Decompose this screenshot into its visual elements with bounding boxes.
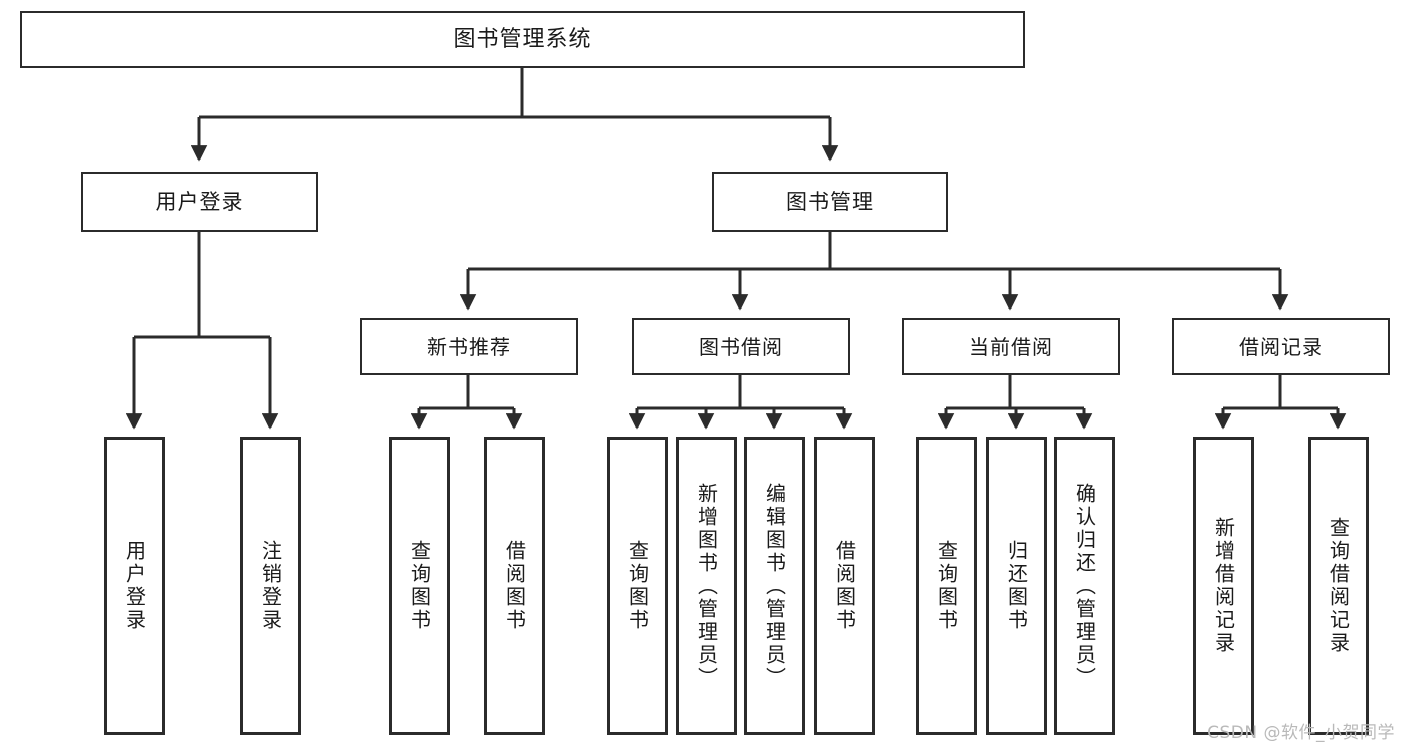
node-borrow-record[interactable]: 借阅记录 xyxy=(1172,318,1390,375)
leaf-borrow-book[interactable]: 借阅图书 xyxy=(814,437,875,735)
leaf-logout[interactable]: 注销登录 xyxy=(240,437,301,735)
leaf-user-login-label: 用户登录 xyxy=(122,540,147,632)
leaf-borrow-book-recommend[interactable]: 借阅图书 xyxy=(484,437,545,735)
leaf-add-borrow-record[interactable]: 新增借阅记录 xyxy=(1193,437,1254,735)
leaf-edit-book-admin-label: 编辑图书（管理员） xyxy=(762,482,787,690)
leaf-confirm-return-admin-label: 确认归还（管理员） xyxy=(1072,482,1097,690)
leaf-query-book[interactable]: 查询图书 xyxy=(607,437,668,735)
node-user-login[interactable]: 用户登录 xyxy=(81,172,318,232)
leaf-logout-label: 注销登录 xyxy=(258,540,283,632)
node-current-borrow[interactable]: 当前借阅 xyxy=(902,318,1120,375)
leaf-user-login[interactable]: 用户登录 xyxy=(104,437,165,735)
leaf-query-borrow-record[interactable]: 查询借阅记录 xyxy=(1308,437,1369,735)
leaf-query-book-recommend[interactable]: 查询图书 xyxy=(389,437,450,735)
leaf-add-borrow-record-label: 新增借阅记录 xyxy=(1211,517,1236,655)
node-new-book-recommend[interactable]: 新书推荐 xyxy=(360,318,578,375)
leaf-query-book-current[interactable]: 查询图书 xyxy=(916,437,977,735)
node-book-borrow-label: 图书借阅 xyxy=(699,334,783,359)
leaf-query-borrow-record-label: 查询借阅记录 xyxy=(1326,517,1351,655)
leaf-query-book-label: 查询图书 xyxy=(625,540,650,632)
leaf-return-book[interactable]: 归还图书 xyxy=(986,437,1047,735)
leaf-add-book-admin-label: 新增图书（管理员） xyxy=(694,482,719,690)
leaf-confirm-return-admin[interactable]: 确认归还（管理员） xyxy=(1054,437,1115,735)
leaf-borrow-book-label: 借阅图书 xyxy=(832,540,857,632)
leaf-add-book-admin[interactable]: 新增图书（管理员） xyxy=(676,437,737,735)
node-book-management-label: 图书管理 xyxy=(786,189,874,214)
leaf-query-book-current-label: 查询图书 xyxy=(934,540,959,632)
node-borrow-record-label: 借阅记录 xyxy=(1239,334,1323,359)
leaf-borrow-book-recommend-label: 借阅图书 xyxy=(502,540,527,632)
node-root[interactable]: 图书管理系统 xyxy=(20,11,1025,68)
node-new-book-recommend-label: 新书推荐 xyxy=(427,334,511,359)
watermark-text: CSDN @软件_小贺同学 xyxy=(1207,723,1395,743)
node-user-login-label: 用户登录 xyxy=(155,189,244,214)
leaf-return-book-label: 归还图书 xyxy=(1004,540,1029,632)
leaf-query-book-recommend-label: 查询图书 xyxy=(407,540,432,632)
node-root-label: 图书管理系统 xyxy=(453,26,592,52)
leaf-edit-book-admin[interactable]: 编辑图书（管理员） xyxy=(744,437,805,735)
node-current-borrow-label: 当前借阅 xyxy=(969,334,1053,359)
node-book-borrow[interactable]: 图书借阅 xyxy=(632,318,850,375)
node-book-management[interactable]: 图书管理 xyxy=(712,172,948,232)
